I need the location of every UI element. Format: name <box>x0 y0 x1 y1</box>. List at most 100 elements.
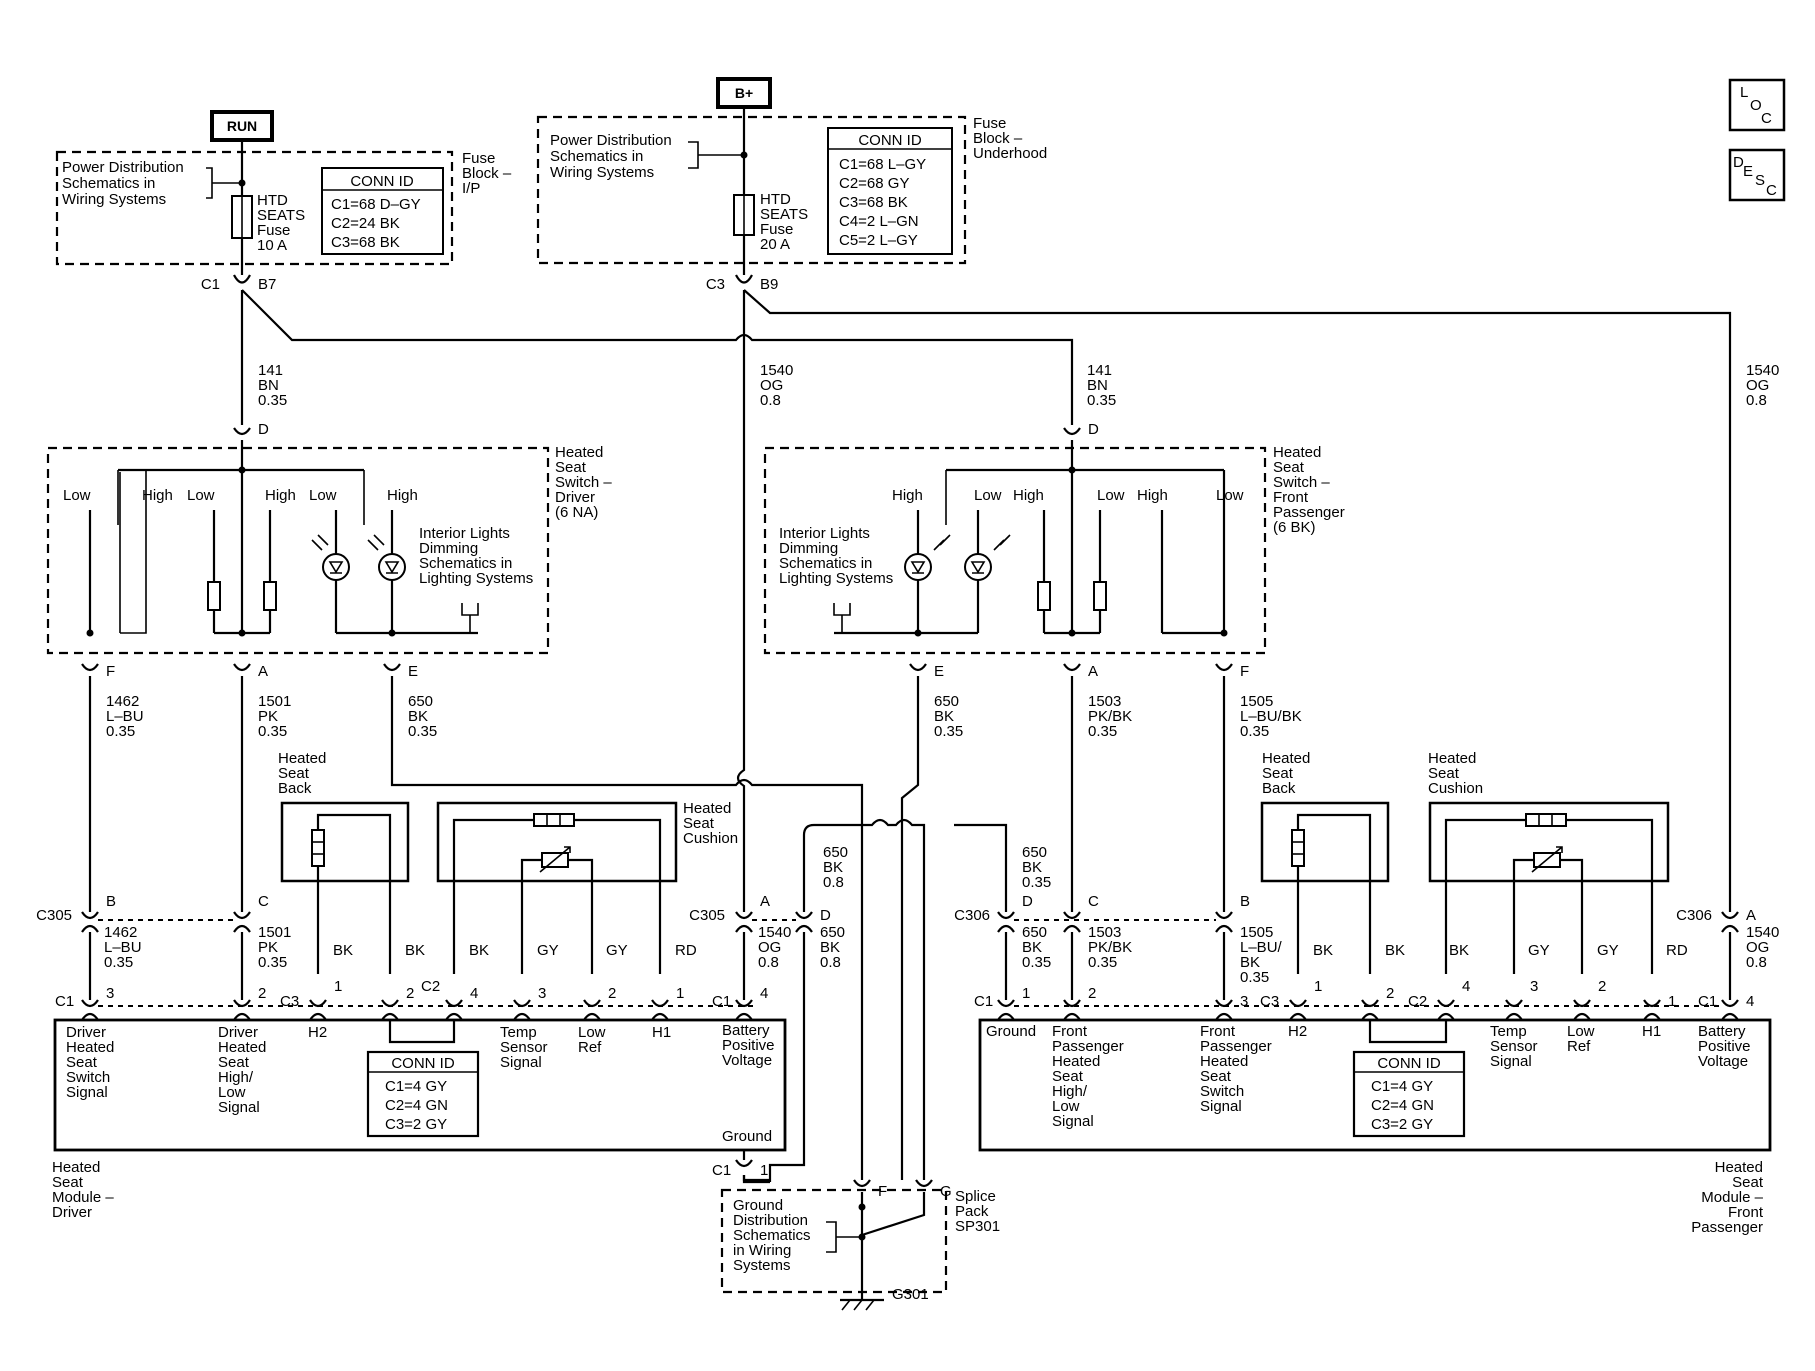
conn-id-row: C1=4 GY <box>1371 1078 1433 1095</box>
ild-text: Interior Lights <box>779 525 870 542</box>
wire-label: BK <box>823 859 843 876</box>
wire-label: 141 <box>258 362 283 379</box>
pin-desc: Switch <box>1200 1083 1244 1100</box>
wire-label: 0.35 <box>1087 392 1116 409</box>
switch-name: (6 BK) <box>1273 519 1316 536</box>
wire-color: BK <box>469 942 489 959</box>
pin-label: G <box>940 1183 952 1200</box>
switch-label: High <box>1137 487 1168 504</box>
desc-icon-letter: C <box>1766 182 1777 199</box>
wire-label: 650 <box>934 693 959 710</box>
pin-desc: Sensor <box>1490 1038 1538 1055</box>
loc-icon[interactable]: L O C <box>1728 78 1786 132</box>
pin-desc: H2 <box>308 1024 327 1041</box>
wire-label: BN <box>258 377 279 394</box>
pin-desc: Low <box>1567 1023 1595 1040</box>
pin-label: D <box>820 907 831 924</box>
heater-name: Seat <box>683 815 715 832</box>
wire-label: OG <box>1746 377 1769 394</box>
pin-num: 1 <box>1668 993 1676 1010</box>
wire-label: PK <box>258 939 278 956</box>
wire-color: RD <box>1666 942 1688 959</box>
pin-desc: Seat <box>66 1054 98 1071</box>
conn-id-title: CONN ID <box>1377 1055 1441 1072</box>
run-label: RUN <box>227 118 257 134</box>
wire-color: BK <box>333 942 353 959</box>
pin-desc: Switch <box>66 1069 110 1086</box>
pdist-text: Power Distribution <box>62 159 184 176</box>
fuse-ip-label: HTD <box>257 192 288 209</box>
pdist-text: Power Distribution <box>550 132 672 149</box>
pin-desc: Heated <box>1052 1053 1100 1070</box>
module-name: Seat <box>52 1174 84 1191</box>
pin-label: A <box>258 663 268 680</box>
switch-label: Low <box>309 487 337 504</box>
wire-label: PK/BK <box>1088 939 1132 956</box>
pin-label: C3 <box>706 276 725 293</box>
desc-icon-letter: E <box>1743 163 1753 180</box>
heated-seat-switch-passenger: D High Low High Low High Low Interior Li… <box>763 421 1345 680</box>
wire-label: 0.35 <box>1088 723 1117 740</box>
pin-num: 4 <box>760 985 768 1002</box>
pin-desc: Signal <box>66 1084 108 1101</box>
pin-num: 2 <box>1088 985 1096 1002</box>
heater-name: Seat <box>278 765 310 782</box>
wire-label: PK <box>258 708 278 725</box>
desc-icon-letter: D <box>1733 154 1744 171</box>
pin-num: 2 <box>406 985 414 1002</box>
pin-desc: Driver <box>218 1024 258 1041</box>
fuse-block-uh-name: Underhood <box>973 145 1047 162</box>
wire-label: 650 <box>408 693 433 710</box>
desc-icon-letter: S <box>1755 172 1765 189</box>
switch-label: Low <box>1097 487 1125 504</box>
wire-label: 0.35 <box>1022 954 1051 971</box>
pin-desc: Driver <box>66 1024 106 1041</box>
wire-label: L–BU <box>104 939 142 956</box>
fuse-uh-label: 20 A <box>760 236 790 253</box>
pin-desc: Signal <box>500 1054 542 1071</box>
heater-name: Seat <box>1262 765 1294 782</box>
conn-id-title: CONN ID <box>858 132 922 149</box>
pin-num: 1 <box>1314 978 1322 995</box>
wire-label: 650 <box>1022 844 1047 861</box>
pin-conn: C1 <box>55 993 74 1010</box>
fuse-uh-label: Fuse <box>760 221 793 238</box>
pin-desc: Voltage <box>722 1052 772 1069</box>
heater-name: Cushion <box>1428 780 1483 797</box>
pin-desc: Battery <box>1698 1023 1746 1040</box>
loc-icon-letter: O <box>1750 97 1762 114</box>
pin-desc: Front <box>1200 1023 1236 1040</box>
gdist-text: in Wiring <box>733 1242 791 1259</box>
pin-desc: Ref <box>1567 1038 1591 1055</box>
wire-label: 0.8 <box>1746 954 1767 971</box>
connector-name: C306 <box>1676 907 1712 924</box>
pin-label: E <box>408 663 418 680</box>
ild-text: Interior Lights <box>419 525 510 542</box>
heater-name: Heated <box>1428 750 1476 767</box>
wire-label: 1501 <box>258 693 291 710</box>
heated-seat-elements-passenger: Heated Seat Back Heated Seat Cushion BK … <box>1260 750 1688 974</box>
wire-label: BK <box>408 708 428 725</box>
switch-name: Seat <box>555 459 587 476</box>
wire-color: GY <box>537 942 559 959</box>
pin-num: 2 <box>258 985 266 1002</box>
ild-text: Schematics in <box>779 555 872 572</box>
conn-id-row: C1=4 GY <box>385 1078 447 1095</box>
fuse-ip-label: Fuse <box>257 222 290 239</box>
switch-label: High <box>892 487 923 504</box>
pin-num: 3 <box>106 985 114 1002</box>
fuse-block-ip: Power Distribution Schematics in Wiring … <box>55 140 512 293</box>
switch-name: Heated <box>1273 444 1321 461</box>
gdist-text: Ground <box>733 1197 783 1214</box>
conn-id-row: C2=4 GN <box>1371 1097 1434 1114</box>
wire-color: GY <box>1528 942 1550 959</box>
wire-color: BK <box>1449 942 1469 959</box>
splice-name: Splice <box>955 1188 996 1205</box>
fuse-block-underhood: Power Distribution Schematics in Wiring … <box>536 107 1047 293</box>
pin-desc: Seat <box>1200 1068 1232 1085</box>
module-name: Passenger <box>1691 1219 1763 1236</box>
wire-label: BN <box>1087 377 1108 394</box>
run-power-source: RUN <box>210 110 274 142</box>
desc-icon[interactable]: D E S C <box>1728 148 1786 202</box>
